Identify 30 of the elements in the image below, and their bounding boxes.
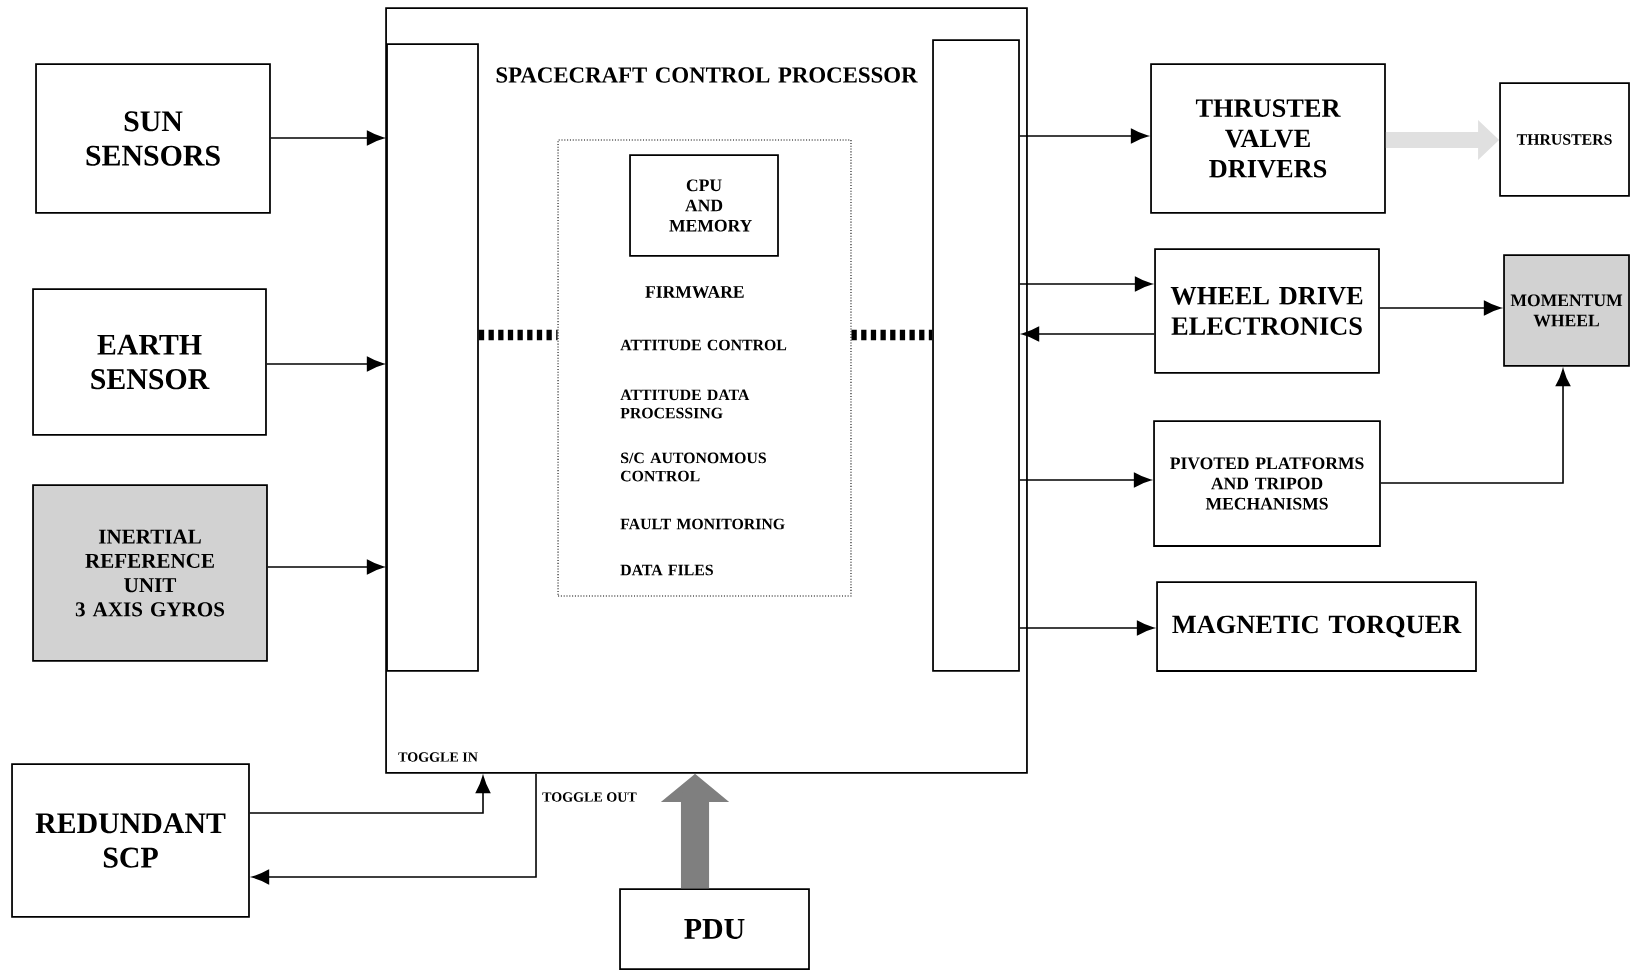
arrow xyxy=(266,356,384,372)
edge-label: TOGGLE OUT xyxy=(540,790,639,804)
arrow xyxy=(267,559,384,575)
pdu-box: PDU xyxy=(619,888,810,970)
edge-label: TOGGLE IN xyxy=(396,750,480,764)
arrow xyxy=(1019,620,1154,636)
gyro-box: INERTIAL REFERENCE UNIT 3 AXIS GYROS xyxy=(32,484,268,662)
mechanism-box: PIVOTED PLATFORMS AND TRIPOD MECHANISMS xyxy=(1153,420,1381,547)
arrow xyxy=(252,773,537,885)
arrow xyxy=(1019,128,1148,144)
arrow xyxy=(1379,300,1501,316)
arrow xyxy=(1019,276,1152,292)
interface-bar xyxy=(386,43,479,672)
redundant-box: REDUNDANT SCP xyxy=(11,763,250,918)
torquer-box: MAGNETIC TORQUER xyxy=(1156,581,1477,672)
memory-box: CPU AND MEMORY xyxy=(629,154,779,257)
sensor-box: EARTH SENSOR xyxy=(32,288,267,436)
arrow xyxy=(1019,472,1151,488)
wheel-box: MOMENTUM WHEEL xyxy=(1503,254,1630,367)
arrow xyxy=(270,130,384,146)
connector xyxy=(851,329,933,341)
sensor-box: SUN SENSORS xyxy=(35,63,271,214)
connector xyxy=(478,329,558,341)
interface-bar xyxy=(932,39,1020,672)
electronics-box: WHEEL DRIVE ELECTRONICS xyxy=(1154,248,1380,374)
arrow xyxy=(1380,369,1571,484)
arrow xyxy=(1022,326,1155,342)
driver-box: THRUSTER VALVE DRIVERS xyxy=(1150,63,1386,214)
arrow xyxy=(249,776,491,814)
thruster-box: THRUSTERS xyxy=(1499,82,1630,197)
